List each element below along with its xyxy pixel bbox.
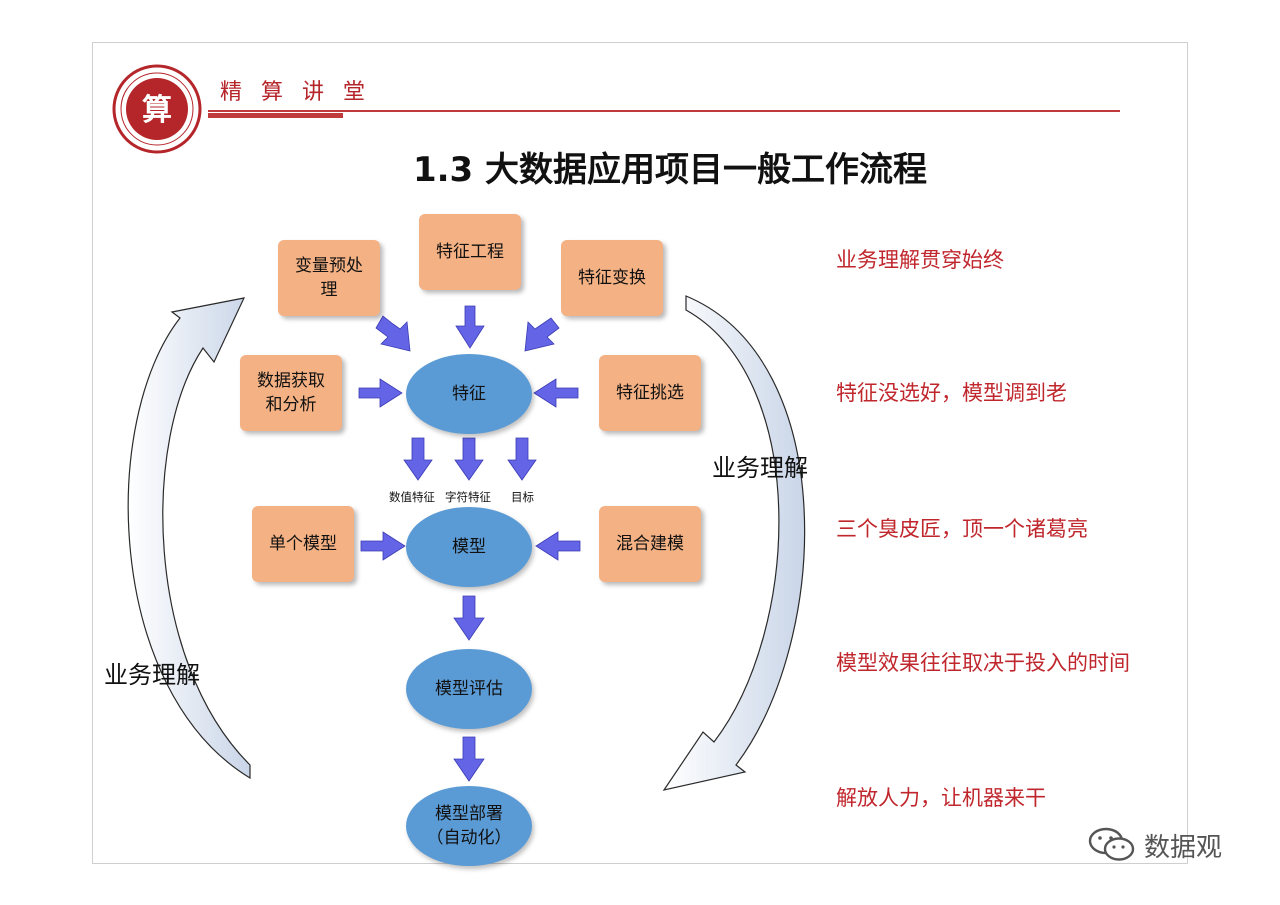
watermark-text: 数据观 <box>1144 832 1223 863</box>
brand-title: 精 算 讲 堂 <box>220 80 371 105</box>
cycle-arc-right <box>662 295 806 791</box>
note-automation: 解放人力，让机器来干 <box>836 786 1046 810</box>
cycle-label-right: 业务理解 <box>712 454 808 482</box>
note-business-understanding: 业务理解贯穿始终 <box>836 248 1004 272</box>
arrow-target <box>507 437 537 481</box>
actuary-association-logo: 算 <box>112 64 202 154</box>
header-accent-bar <box>208 113 343 118</box>
header-divider <box>208 110 1120 112</box>
arrow-mixed-to-model <box>535 531 581 561</box>
box-feature-transform: 特征变换 <box>561 240 663 316</box>
arrow-string-feature <box>454 437 484 481</box>
arrow-evaluate-to-deploy <box>453 736 485 782</box>
watermark: 数据观 <box>1088 826 1222 864</box>
note-model-effect: 模型效果往往取决于投入的时间 <box>836 651 1130 675</box>
slide-title: 1.3 大数据应用项目一般工作流程 <box>412 150 928 190</box>
label-string-feature: 字符特征 <box>445 490 491 504</box>
arrow-model-to-evaluate <box>453 595 485 641</box>
ellipse-model-deployment: 模型部署 （自动化） <box>406 786 532 866</box>
wechat-icon <box>1088 827 1135 861</box>
arrow-numeric-feature <box>403 437 433 481</box>
arrow-transform-to-feature <box>524 317 560 352</box>
arrow-select-to-feature <box>533 378 579 408</box>
box-feature-selection: 特征挑选 <box>599 355 701 431</box>
label-numeric-feature: 数值特征 <box>389 490 435 504</box>
note-feature-selection: 特征没选好，模型调到老 <box>836 381 1067 405</box>
box-single-model: 单个模型 <box>252 506 354 582</box>
cycle-label-left: 业务理解 <box>104 661 200 689</box>
arrow-acquire-to-feature <box>358 378 403 408</box>
ellipse-model: 模型 <box>406 507 532 587</box>
box-data-acquisition: 数据获取 和分析 <box>240 355 342 431</box>
arrow-single-to-model <box>360 531 406 561</box>
arrow-preprocess-to-feature <box>375 315 411 352</box>
note-ensemble: 三个臭皮匠，顶一个诸葛亮 <box>836 517 1088 541</box>
box-feature-engineering: 特征工程 <box>419 214 521 290</box>
ellipse-model-evaluation: 模型评估 <box>406 649 532 729</box>
slide-frame <box>92 42 1188 864</box>
svg-text:算: 算 <box>142 93 172 128</box>
ellipse-feature: 特征 <box>406 354 532 434</box>
box-mixed-modeling: 混合建模 <box>599 506 701 582</box>
box-variable-preprocess: 变量预处 理 <box>278 240 380 316</box>
cycle-arc-left <box>127 297 251 780</box>
label-target: 目标 <box>511 490 534 504</box>
arrow-feature-eng-to-feature <box>455 305 485 349</box>
